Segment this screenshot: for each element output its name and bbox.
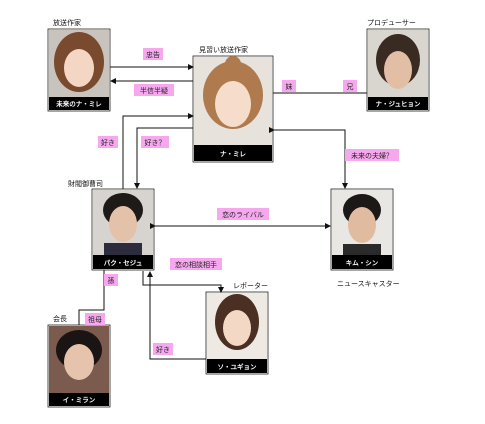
role-label-shin: ニュースキャスター (337, 279, 400, 288)
arrow-consultant (142, 271, 224, 293)
person-card-yugyeong: ソ・ユギョン (205, 291, 269, 375)
tag-consultant: 恋の相談相手 (170, 258, 222, 270)
tag-likes-q: 好き？ (141, 136, 169, 148)
svg-text:好き: 好き (156, 345, 170, 354)
svg-text:半信半疑: 半信半疑 (140, 86, 168, 95)
svg-text:恋の相談相手: 恋の相談相手 (175, 260, 217, 269)
tag-likes: 好き (98, 136, 118, 148)
person-card-mire: ナ・ミレ (192, 55, 274, 163)
person-card-sejoo: パク・セジュ (91, 188, 155, 271)
tag-doubt: 半信半疑 (134, 84, 174, 96)
tag-grandmother: 祖母 (85, 313, 105, 325)
role-label-miran: 会長 (53, 314, 67, 323)
svg-text:孫: 孫 (108, 276, 115, 285)
name-jihyun: ナ・ジュヒョン (375, 100, 421, 108)
name-miran: イ・ミラン (63, 396, 96, 404)
svg-text:忠告: 忠告 (146, 50, 160, 59)
svg-text:兄: 兄 (347, 83, 354, 91)
arrow-future-husband (269, 127, 348, 189)
role-label-yugyeong: レポーター (233, 281, 268, 290)
role-label-sejoo: 財閥御曹司 (68, 179, 103, 188)
name-mire: ナ・ミレ (220, 150, 247, 158)
svg-text:未来の夫婦？: 未来の夫婦？ (351, 151, 393, 160)
arrow-likes (122, 113, 194, 189)
arrow-likes2 (147, 271, 206, 360)
person-card-mirae-future: 未来のナ・ミレ (47, 28, 111, 112)
arrow-likes-q (134, 127, 193, 189)
svg-text:恋のライバル: 恋のライバル (222, 210, 264, 219)
svg-text:祖母: 祖母 (88, 315, 102, 324)
tag-likes2: 好き (153, 343, 173, 355)
tag-future-husband: 未来の夫婦？ (345, 149, 399, 161)
role-label-jihyun: プロデューサー (367, 18, 416, 27)
tag-love-rival: 恋のライバル (217, 208, 269, 220)
tag-sister: 妹 (282, 80, 296, 92)
tag-warning: 忠告 (143, 48, 163, 60)
name-yugyeong: ソ・ユギョン (218, 362, 258, 371)
svg-text:好き: 好き (101, 138, 115, 147)
tag-grandson: 孫 (104, 274, 118, 286)
line-family (78, 270, 105, 325)
person-card-miran: イ・ミラン (47, 324, 111, 408)
role-label-mire: 見習い放送作家 (199, 45, 248, 54)
person-card-jihyun: ナ・ジュヒョン (366, 28, 430, 112)
svg-text:妹: 妹 (286, 82, 293, 91)
role-label-mirae-future: 放送作家 (53, 18, 81, 27)
name-mirae-future: 未来のナ・ミレ (56, 99, 102, 108)
person-card-shin: キム・シン (330, 188, 394, 271)
name-shin: キム・シン (346, 259, 379, 267)
svg-text:好き？: 好き？ (145, 138, 166, 147)
name-sejoo: パク・セジュ (104, 258, 142, 267)
tag-brother: 兄 (343, 80, 357, 92)
